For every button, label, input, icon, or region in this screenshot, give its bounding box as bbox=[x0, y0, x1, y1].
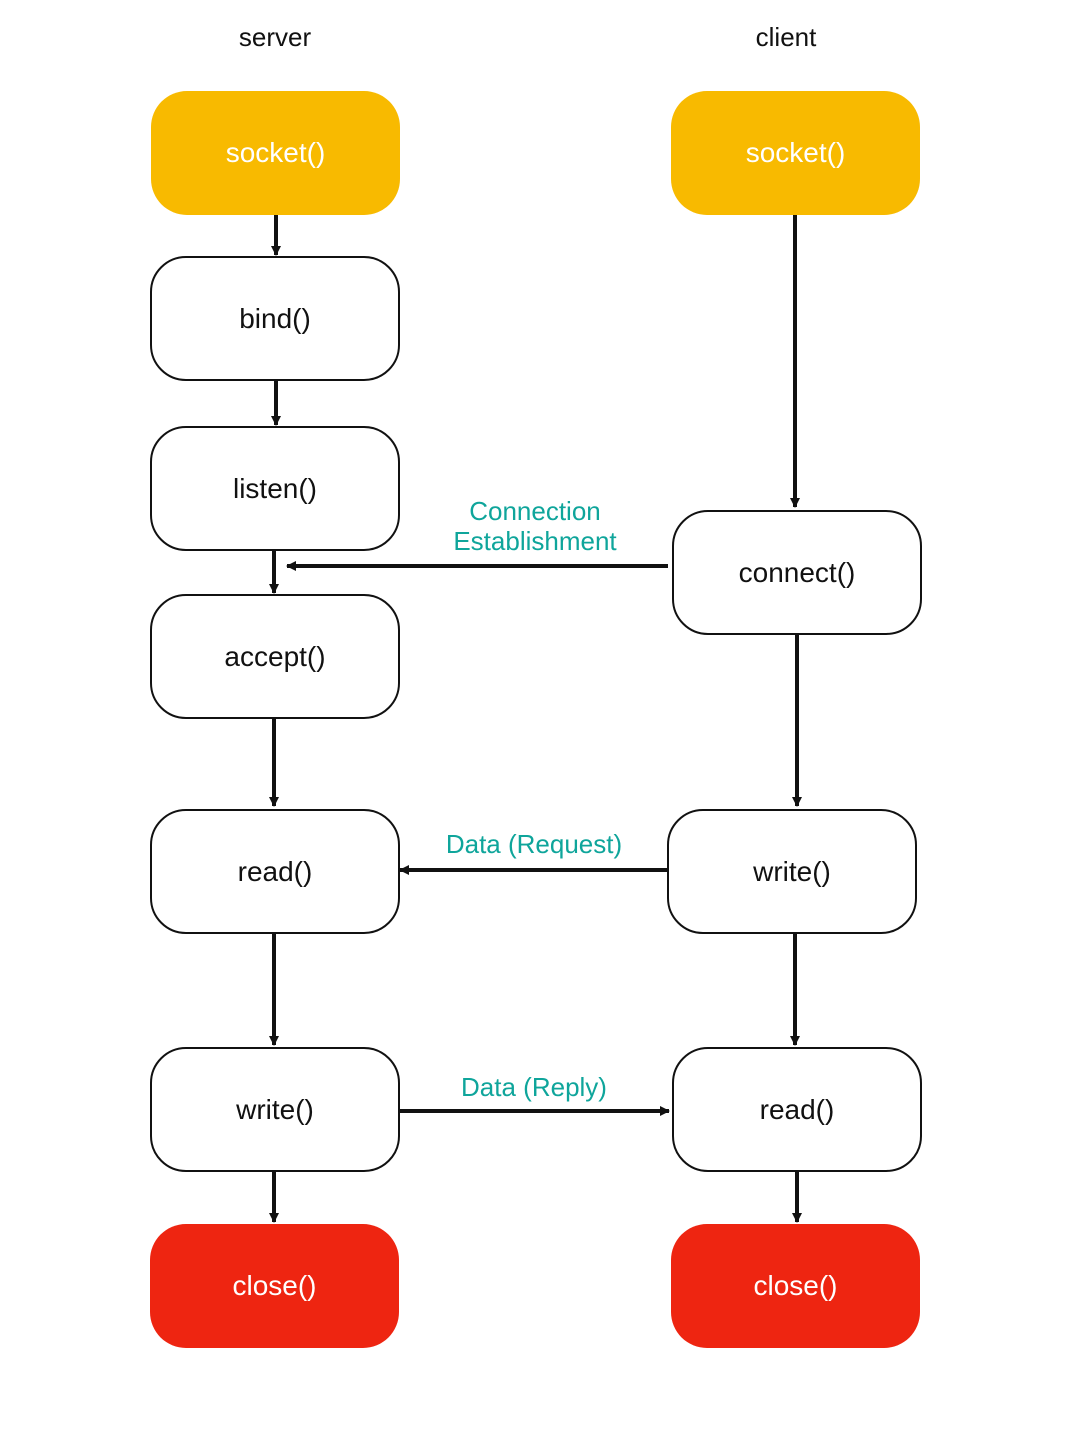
server-close-node: close() bbox=[150, 1224, 399, 1348]
data-reply-label: Data (Reply) bbox=[461, 1072, 607, 1102]
data-request-label: Data (Request) bbox=[445, 829, 623, 859]
server-column-title: server bbox=[238, 22, 312, 52]
client-socket-node: socket() bbox=[671, 91, 920, 215]
server-socket-node: socket() bbox=[151, 91, 400, 215]
connection-label-line1: Connection bbox=[469, 496, 601, 526]
client-close-node: close() bbox=[671, 1224, 920, 1348]
client-connect-node: connect() bbox=[672, 510, 922, 635]
client-column-title: client bbox=[755, 22, 817, 52]
client-write-node: write() bbox=[667, 809, 917, 934]
server-accept-node: accept() bbox=[150, 594, 400, 719]
server-listen-node: listen() bbox=[150, 426, 400, 551]
server-write-node: write() bbox=[150, 1047, 400, 1172]
server-read-node: read() bbox=[150, 809, 400, 934]
server-bind-node: bind() bbox=[150, 256, 400, 381]
client-read-node: read() bbox=[672, 1047, 922, 1172]
connection-label-line2: Establishment bbox=[453, 526, 617, 556]
connection-establishment-label: Connection Establishment bbox=[453, 496, 616, 556]
